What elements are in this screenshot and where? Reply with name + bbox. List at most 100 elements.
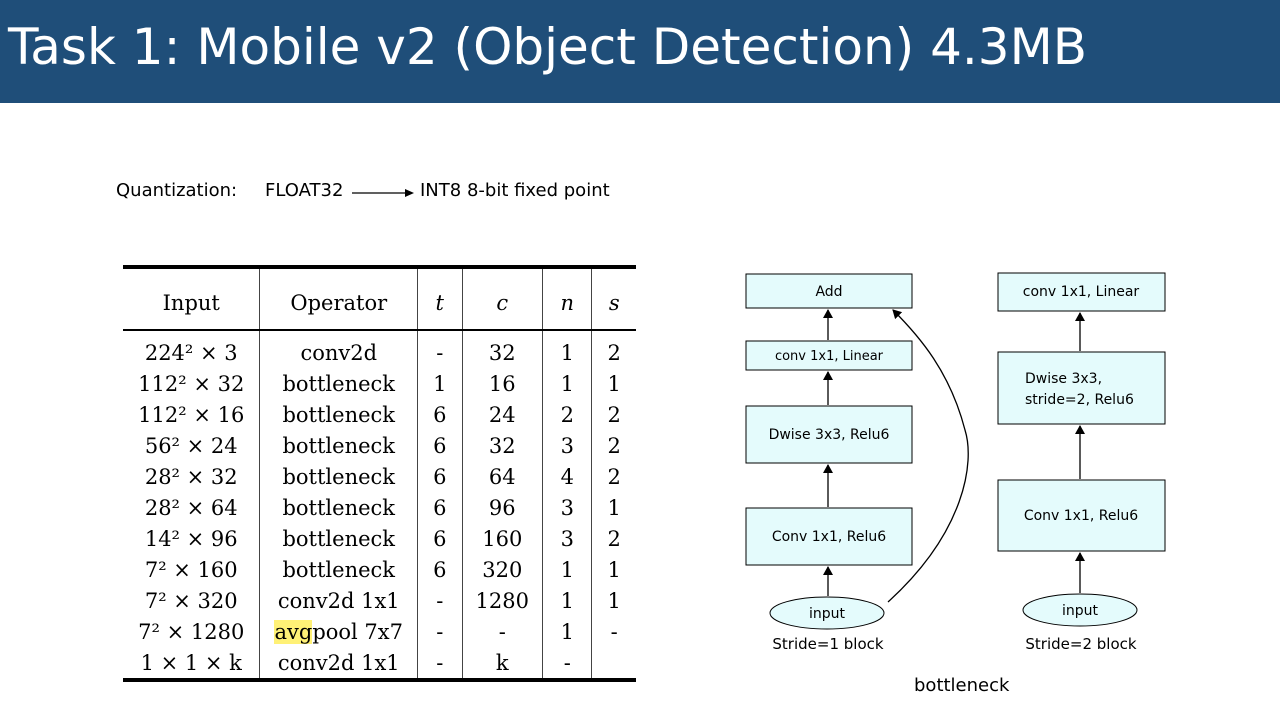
table-header: t (417, 267, 462, 330)
table-cell: 2 (591, 523, 636, 554)
highlight-mark: avg (274, 619, 313, 644)
title-bar: Task 1: Mobile v2 (Object Detection) 4.3… (0, 0, 1280, 103)
table-cell: 2 (591, 399, 636, 430)
table-cell: 4 (542, 461, 592, 492)
table-cell: 320 (461, 554, 543, 585)
table-cell: 56² × 24 (144, 433, 238, 458)
s1-dwise-box (745, 405, 913, 464)
table-header: s (591, 267, 636, 330)
table-cell: 1 (542, 616, 592, 647)
s2-conv-linear-box (997, 272, 1166, 312)
table-cell: 1 (591, 368, 636, 399)
table-cell: 28² × 32 (144, 464, 238, 489)
table-cell: - (417, 647, 462, 682)
table-cell: 96 (461, 492, 543, 523)
table-cell: 2 (542, 399, 592, 430)
table-cell: 7² × 1280 (138, 619, 245, 644)
s2-input-label: input (1062, 603, 1099, 619)
diagram-caption: bottleneck (914, 675, 1010, 696)
table-header-row: Input Operator t c n s (123, 267, 636, 330)
table-cell: 1 (542, 330, 592, 368)
table-cell: 1 (542, 585, 592, 616)
table-cell: 16 (461, 368, 543, 399)
s1-conv-linear-label: conv 1x1, Linear (775, 349, 884, 364)
table-cell: 1 × 1 × k (123, 647, 260, 682)
table-cell: 1280 (461, 585, 543, 616)
table-header: Operator (259, 267, 418, 330)
table-cell: 32 (461, 330, 543, 368)
table-cell: 2 (591, 330, 636, 368)
table-cell: 112² × 16 (138, 402, 245, 427)
table-cell: bottleneck (259, 368, 418, 399)
s2-conv-relu-label: Conv 1x1, Relu6 (1024, 508, 1138, 524)
s1-dwise-label: Dwise 3x3, Relu6 (769, 427, 890, 443)
s2-block-label: Stride=2 block (1025, 635, 1136, 653)
table-cell: 1 (542, 368, 592, 399)
s1-input-label: input (809, 606, 846, 622)
table-cell: 2 (591, 430, 636, 461)
table-header: Input (162, 291, 220, 315)
s1-skip-connection-arrow (887, 309, 969, 603)
table-cell: 2 (591, 461, 636, 492)
table-cell: 3 (542, 492, 592, 523)
table-cell: avgpool 7x7 (259, 616, 418, 647)
table-cell: - (461, 616, 543, 647)
s1-input-node (769, 596, 885, 630)
table-cell: 3 (542, 523, 592, 554)
table-cell: bottleneck (259, 523, 418, 554)
table-cell: 32 (461, 430, 543, 461)
s2-conv-linear-label: conv 1x1, Linear (1023, 284, 1140, 300)
table-cell: 7² × 160 (144, 557, 238, 582)
table-cell: 1 (591, 492, 636, 523)
table-cell: - (417, 616, 462, 647)
table-cell: 1 (591, 554, 636, 585)
table-cell: 1 (417, 368, 462, 399)
table-cell: - (417, 585, 462, 616)
s1-conv-linear-box (745, 340, 913, 371)
table-cell: 1 (591, 585, 636, 616)
table-cell: bottleneck (259, 492, 418, 523)
table-cell: bottleneck (259, 554, 418, 585)
table-cell: 6 (417, 492, 462, 523)
s1-conv-relu-label: Conv 1x1, Relu6 (772, 529, 886, 545)
s2-conv-relu-box (997, 479, 1166, 552)
slide-title: Task 1: Mobile v2 (Object Detection) 4.3… (8, 18, 1088, 76)
quantization-to: INT8 8-bit fixed point (420, 180, 610, 201)
s2-input-node (1022, 593, 1138, 627)
s2-dwise-label-2: stride=2, Relu6 (1025, 392, 1134, 408)
table-cell: 28² × 64 (144, 495, 238, 520)
table-cell: 7² × 320 (144, 588, 238, 613)
table-cell: 6 (417, 554, 462, 585)
add-box (745, 273, 913, 309)
table-cell: 112² × 32 (138, 371, 245, 396)
quantization-arrow-icon (352, 189, 414, 197)
table-cell: conv2d (259, 330, 418, 368)
table-cell: bottleneck (259, 461, 418, 492)
table-cell: - (417, 330, 462, 368)
table-cell: 64 (461, 461, 543, 492)
table-cell: 3 (542, 430, 592, 461)
table-header: n (542, 267, 592, 330)
s2-dwise-label-1: Dwise 3x3, (1025, 371, 1102, 387)
table-cell: - (542, 647, 592, 682)
table-cell: - (591, 616, 636, 647)
table-cell: bottleneck (259, 430, 418, 461)
table-cell: bottleneck (259, 399, 418, 430)
quantization-label: Quantization: (116, 180, 238, 201)
table-cell: conv2d 1x1 (259, 647, 418, 682)
table-cell: 6 (417, 430, 462, 461)
table-cell: k (461, 647, 543, 682)
bottleneck-diagram: Add conv 1x1, Linear Dwise 3x3, Relu6 Co… (745, 272, 1166, 653)
s1-block-label: Stride=1 block (772, 635, 883, 653)
table-cell: conv2d 1x1 (259, 585, 418, 616)
